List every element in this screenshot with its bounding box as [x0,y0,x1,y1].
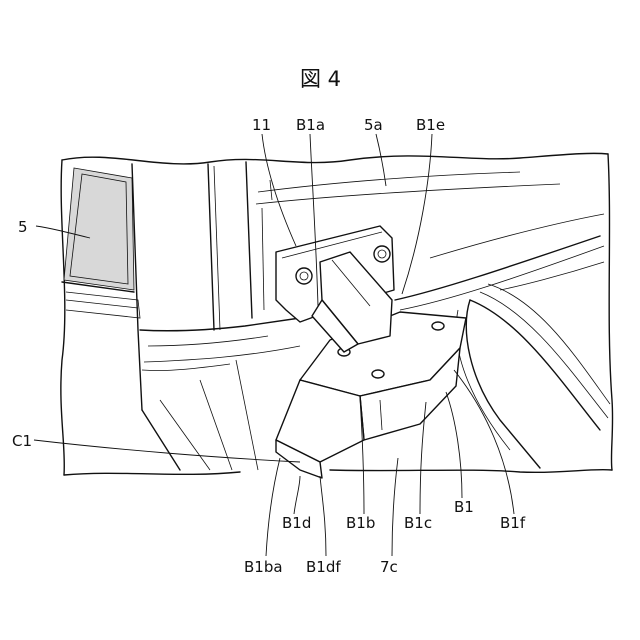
label-C1: C1 [12,432,32,450]
label-B1b: B1b [346,514,375,532]
label-B1c: B1c [404,514,432,532]
component-5-panel [62,168,140,318]
label-B1df: B1df [306,558,341,576]
label-5: 5 [18,218,28,236]
label-B1: B1 [454,498,474,516]
label-B1d: B1d [282,514,311,532]
label-B1e: B1e [416,116,445,134]
figure-title: 図 4 [300,67,341,91]
label-11: 11 [252,116,271,134]
label-B1a: B1a [296,116,325,134]
label-B1ba: B1ba [244,558,283,576]
label-B1f: B1f [500,514,526,532]
label-5a: 5a [364,116,383,134]
label-7c: 7c [380,558,398,576]
